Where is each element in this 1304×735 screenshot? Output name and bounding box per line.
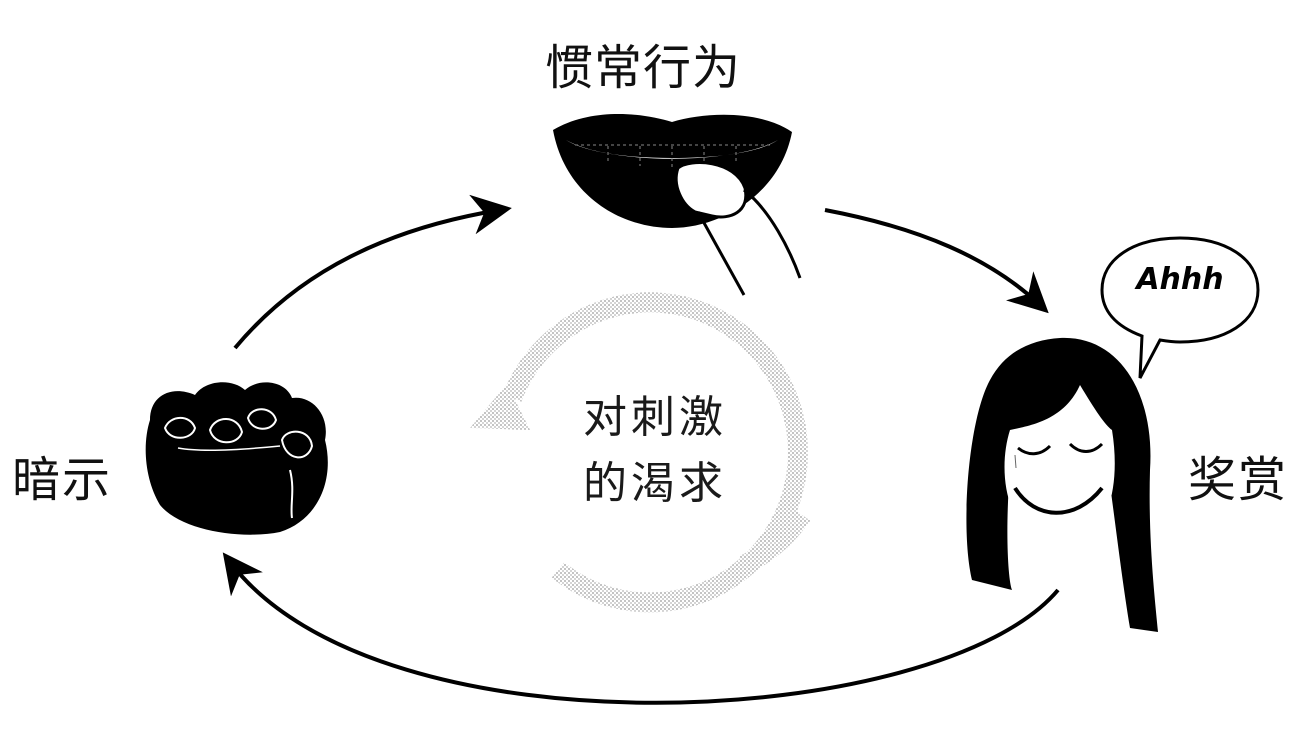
speech-bubble-icon (1100, 236, 1260, 379)
arrow-cue-to-habit (233, 194, 512, 350)
craving-label-line1: 对刺激 (583, 392, 727, 443)
mouth-nail-biting-icon (553, 113, 802, 296)
arrow-habit-to-reward (824, 208, 1049, 314)
reward-label: 奖赏 (1188, 452, 1289, 508)
habit-label: 惯常行为 (545, 40, 742, 96)
clenched-fist-icon (145, 382, 328, 535)
craving-label: 对刺激 的渴求 (540, 385, 770, 517)
craving-label-line2: 的渴求 (583, 458, 727, 509)
smiling-woman-icon (966, 337, 1158, 632)
speech-bubble-text: Ahhh (1136, 262, 1224, 297)
dotted-circular-arrow-icon (470, 292, 811, 613)
arrow-reward-to-cue (222, 552, 1060, 705)
cue-label: 暗示 (12, 452, 113, 508)
